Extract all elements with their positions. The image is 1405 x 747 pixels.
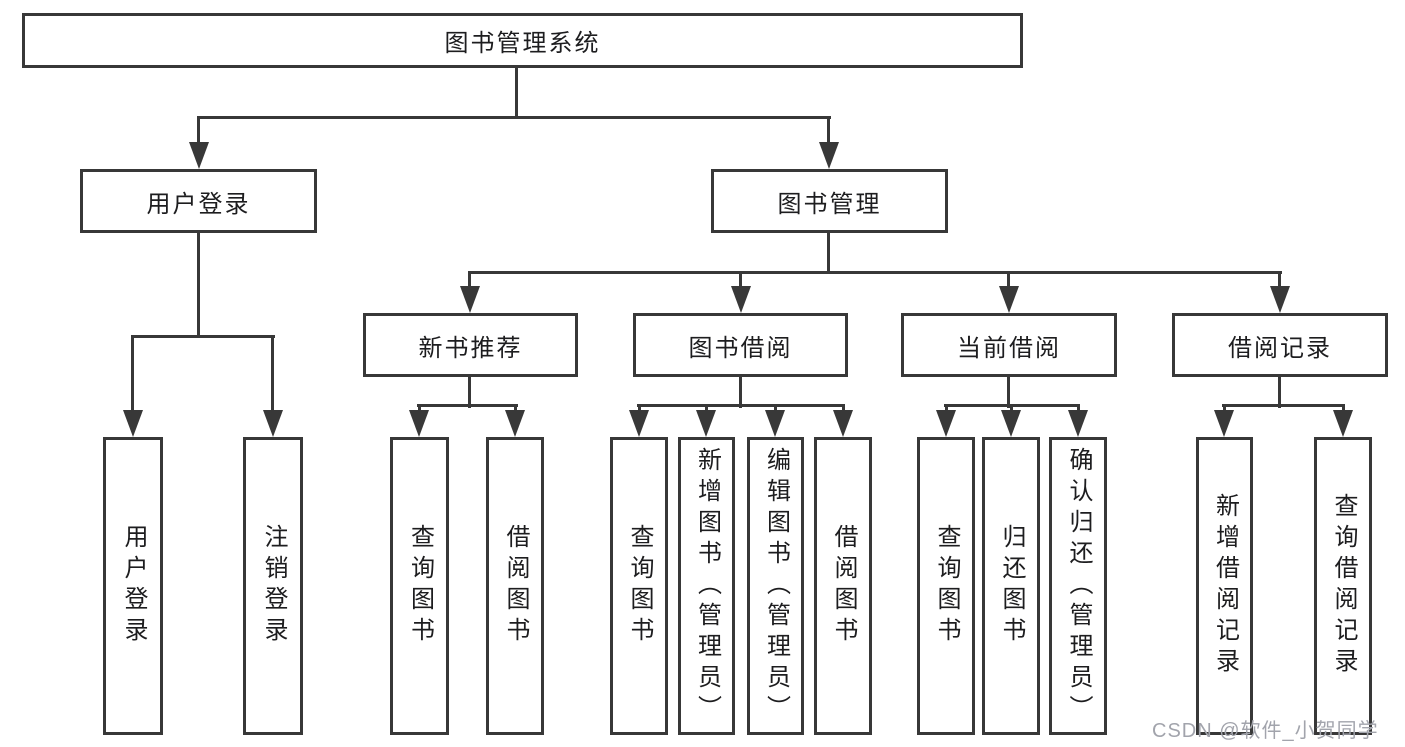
- leaf-current-return-books: 归还图书: [982, 437, 1040, 735]
- connector-line: [1278, 271, 1281, 289]
- leaf-logout-login: 注销登录: [243, 437, 303, 735]
- csdn-watermark: CSDN @软件_小贺同学: [1152, 720, 1379, 742]
- connector-line: [1007, 271, 1010, 289]
- connector-line: [131, 335, 275, 338]
- connector-line: [271, 335, 274, 411]
- connector-line: [468, 271, 1282, 274]
- leaf-borrow-borrow-books: 借阅图书: [814, 437, 872, 735]
- leaf-label: 注销登录: [260, 524, 287, 648]
- leaf-label: 查询图书: [626, 524, 653, 648]
- leaf-current-query-books: 查询图书: [917, 437, 975, 735]
- connector-line: [827, 233, 830, 274]
- connector-line: [705, 404, 708, 412]
- node-book-management: 图书管理: [711, 169, 948, 233]
- leaf-label: 新增图书（管理员）: [693, 446, 721, 726]
- arrowhead-icon: [833, 410, 853, 437]
- leaf-label: 借阅图书: [830, 524, 857, 648]
- leaf-label: 归还图书: [998, 524, 1025, 648]
- node-book-borrow: 图书借阅: [633, 313, 848, 377]
- leaf-label: 查询图书: [406, 524, 434, 648]
- connector-line: [197, 116, 831, 119]
- node-borrow-record-label: 借阅记录: [1228, 334, 1332, 362]
- connector-line: [739, 271, 742, 289]
- leaf-label: 确认归还（管理员）: [1065, 446, 1092, 726]
- connector-line: [637, 404, 845, 407]
- arrowhead-icon: [263, 410, 283, 437]
- connector-line: [514, 404, 517, 412]
- connector-line: [131, 335, 134, 411]
- connector-line: [842, 404, 845, 412]
- node-current-borrow-label: 当前借阅: [957, 334, 1061, 362]
- arrowhead-icon: [1333, 410, 1353, 437]
- connector-line: [515, 68, 518, 118]
- leaf-record-query-borrow-record: 查询借阅记录: [1314, 437, 1372, 735]
- arrowhead-icon: [819, 142, 839, 169]
- arrowhead-icon: [936, 410, 956, 437]
- node-user-login: 用户登录: [80, 169, 317, 233]
- leaf-borrow-edit-books-admin: 编辑图书（管理员）: [747, 437, 804, 735]
- node-book-management-label: 图书管理: [777, 190, 882, 218]
- connector-line: [1010, 404, 1013, 412]
- arrowhead-icon: [629, 410, 649, 437]
- arrowhead-icon: [696, 410, 716, 437]
- leaf-label: 借阅图书: [502, 524, 529, 648]
- connector-line: [468, 271, 471, 289]
- leaf-user-login: 用户登录: [103, 437, 163, 735]
- leaf-borrow-query-books: 查询图书: [610, 437, 668, 735]
- connector-line: [827, 116, 830, 144]
- leaf-label: 查询图书: [933, 524, 960, 648]
- arrowhead-icon: [409, 410, 429, 437]
- arrowhead-icon: [731, 286, 751, 313]
- leaf-label: 查询借阅记录: [1330, 493, 1357, 679]
- arrowhead-icon: [1068, 410, 1088, 437]
- connector-line: [417, 404, 518, 407]
- leaf-label: 编辑图书（管理员）: [762, 446, 790, 726]
- node-borrow-record: 借阅记录: [1172, 313, 1388, 377]
- connector-line: [1007, 377, 1010, 408]
- node-new-book-recommend-label: 新书推荐: [418, 334, 523, 362]
- node-book-borrow-label: 图书借阅: [688, 334, 793, 362]
- node-root-label: 图书管理系统: [444, 30, 601, 57]
- leaf-newbook-borrow-books: 借阅图书: [486, 437, 544, 735]
- node-new-book-recommend: 新书推荐: [363, 313, 578, 377]
- connector-line: [197, 116, 200, 144]
- arrowhead-icon: [460, 286, 480, 313]
- leaf-label: 用户登录: [120, 524, 147, 648]
- connector-line: [197, 233, 200, 338]
- leaf-record-add-borrow-record: 新增借阅记录: [1196, 437, 1253, 735]
- connector-line: [468, 377, 471, 408]
- connector-line: [418, 404, 421, 412]
- connector-line: [1223, 404, 1226, 412]
- arrowhead-icon: [505, 410, 525, 437]
- arrowhead-icon: [1214, 410, 1234, 437]
- connector-line: [945, 404, 948, 412]
- arrowhead-icon: [189, 142, 209, 169]
- connector-line: [1077, 404, 1080, 412]
- leaf-newbook-query-books: 查询图书: [390, 437, 449, 735]
- arrowhead-icon: [123, 410, 143, 437]
- connector-line: [774, 404, 777, 412]
- node-current-borrow: 当前借阅: [901, 313, 1117, 377]
- arrowhead-icon: [999, 286, 1019, 313]
- node-root: 图书管理系统: [22, 13, 1023, 68]
- connector-line: [638, 404, 641, 412]
- arrowhead-icon: [765, 410, 785, 437]
- arrowhead-icon: [1270, 286, 1290, 313]
- connector-line: [1278, 377, 1281, 408]
- connector-line: [1342, 404, 1345, 412]
- leaf-current-confirm-return-admin: 确认归还（管理员）: [1049, 437, 1107, 735]
- connector-line: [739, 377, 742, 408]
- leaf-label: 新增借阅记录: [1211, 493, 1239, 679]
- connector-line: [1222, 404, 1345, 407]
- node-user-login-label: 用户登录: [146, 190, 251, 218]
- arrowhead-icon: [1001, 410, 1021, 437]
- leaf-borrow-add-books-admin: 新增图书（管理员）: [678, 437, 735, 735]
